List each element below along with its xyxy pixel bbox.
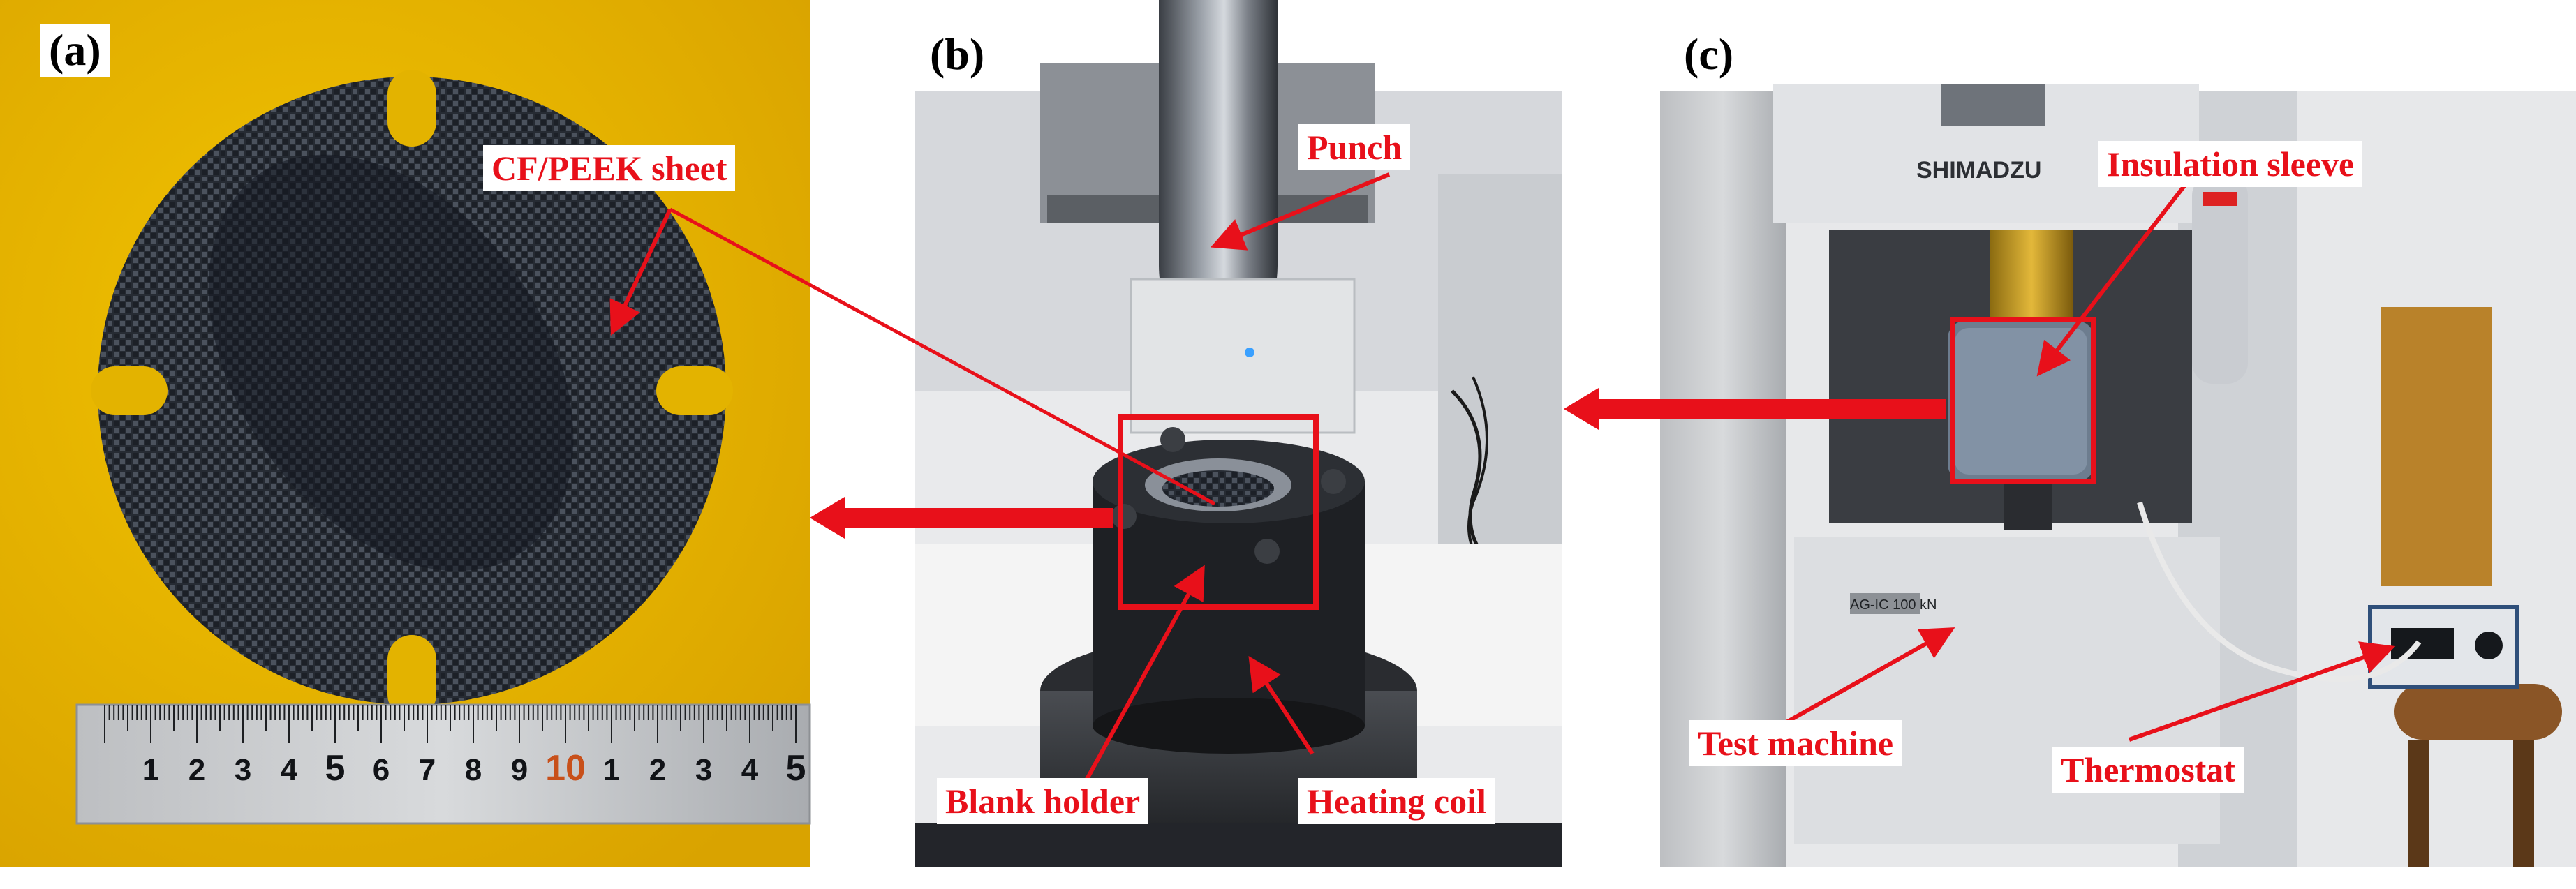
ruler-digit: 1 bbox=[142, 753, 159, 787]
ruler-digit: 10 bbox=[545, 748, 586, 789]
ruler-digit: 6 bbox=[373, 753, 390, 787]
insulation-sleeve-label: Insulation sleeve bbox=[2098, 141, 2363, 187]
ruler-digit: 9 bbox=[511, 753, 528, 787]
panel-c-letter: (c) bbox=[1675, 28, 1742, 81]
ruler-digit: 2 bbox=[188, 753, 205, 787]
ruler-digit: 5 bbox=[786, 748, 806, 789]
cf-peek-sheet-shape bbox=[91, 70, 733, 719]
machine-model-label: AG-IC 100 kN bbox=[1850, 597, 1937, 613]
panel-a-letter: (a) bbox=[40, 24, 110, 77]
ruler-digit: 2 bbox=[649, 753, 666, 787]
panel-b-letter: (b) bbox=[921, 28, 993, 81]
heating-coil-label: Heating coil bbox=[1298, 778, 1495, 824]
shimadzu-logo: SHIMADZU bbox=[1916, 157, 2041, 184]
annotation-overlays bbox=[609, 172, 2396, 783]
cf-peek-sheet-label: CF/PEEK sheet bbox=[483, 145, 736, 191]
blank-holder-label: Blank holder bbox=[937, 778, 1149, 824]
ruler-ticks bbox=[104, 705, 797, 743]
test-machine-label: Test machine bbox=[1689, 720, 1902, 766]
punch-label: Punch bbox=[1298, 124, 1411, 170]
ruler-digit: 4 bbox=[281, 753, 298, 787]
thermostat-shape bbox=[2368, 605, 2519, 689]
ruler-digit: 3 bbox=[235, 753, 251, 787]
panel-b-photo bbox=[915, 0, 1562, 867]
thermostat-label: Thermostat bbox=[2052, 747, 2244, 793]
ruler-digit: 4 bbox=[741, 753, 759, 787]
ruler-digit: 8 bbox=[465, 753, 482, 787]
ruler-digit: 1 bbox=[603, 753, 620, 787]
insulation-sleeve-shape bbox=[1948, 321, 2094, 481]
ruler-digit: 3 bbox=[695, 753, 712, 787]
ruler-digit: 5 bbox=[325, 748, 346, 789]
ruler-digit: 7 bbox=[419, 753, 436, 787]
